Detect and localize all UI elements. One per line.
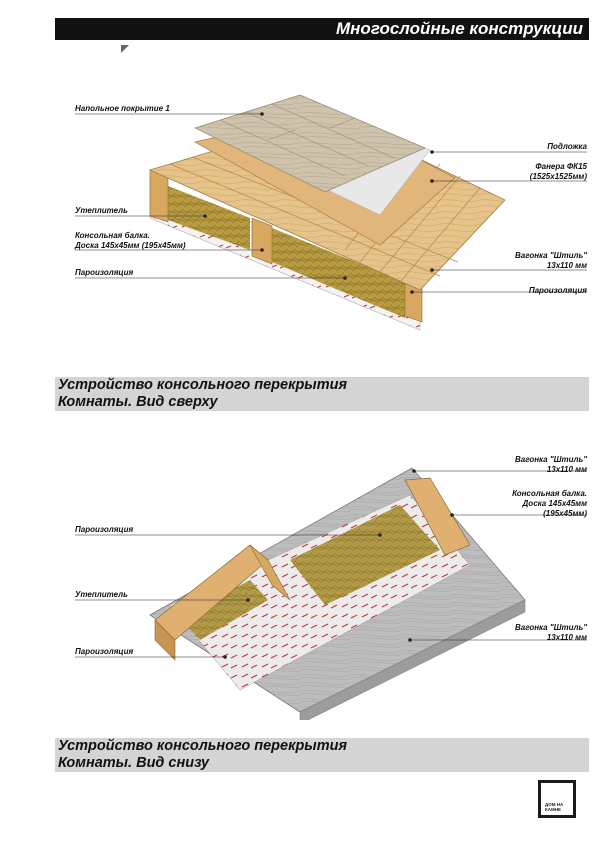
label-vapor-bottom: Пароизоляция	[75, 647, 134, 656]
label-lining-top-2: 13x110 мм	[546, 465, 587, 474]
caption-top-line-1: Устройство консольного перекрытия	[58, 377, 347, 393]
label-beam-1: Консольная балка.	[75, 231, 150, 240]
page-header: Многослойные конструкции	[55, 18, 589, 40]
caption-top-view: Устройство консольного перекрытия Комнат…	[55, 377, 589, 411]
label-lining-bottom-1: Вагонка "Штиль"	[515, 623, 587, 632]
cantilever-beams	[154, 477, 471, 661]
label-underlay: Подложка	[547, 142, 587, 151]
insulation-front-1	[168, 186, 250, 250]
label-vapor-top-bottom: Пароизоляция	[75, 525, 134, 534]
label-beam-bottom-1: Консольная балка.	[512, 489, 587, 498]
label-beam-bottom-2: Доска 145x45мм	[522, 499, 587, 508]
caption-bottom-line-1: Устройство консольного перекрытия	[58, 738, 347, 754]
caption-bottom-line-2: Комнаты. Вид снизу	[58, 755, 210, 771]
insulation-strip-1	[180, 580, 268, 640]
beam-end-middle	[251, 217, 273, 265]
front-face	[149, 169, 423, 331]
brand-logo: ДОМ НА КАМНЕ	[538, 780, 576, 818]
insulation-front-2	[272, 228, 405, 318]
bottom-leader-lines	[75, 469, 587, 659]
label-vapor-right: Пароизоляция	[528, 286, 587, 295]
beam-end-left	[149, 169, 169, 223]
top-view-diagram	[75, 94, 587, 331]
lining-panel-edge	[299, 599, 526, 720]
label-insulation-bottom: Утеплитель	[75, 590, 128, 599]
label-vapor-left: Пароизоляция	[75, 268, 134, 277]
top-leader-lines	[75, 112, 587, 294]
label-beam-bottom-3: (195x45мм)	[543, 509, 587, 518]
caption-bottom-view: Устройство консольного перекрытия Комнат…	[55, 738, 589, 772]
label-plywood-1: Фанера ФК15	[535, 162, 587, 171]
label-beam-2: Доска 145x45мм (195x45мм)	[75, 241, 186, 250]
corner-mark	[121, 45, 129, 53]
bottom-view-diagram	[75, 467, 587, 720]
laminate-floor	[194, 94, 426, 193]
caption-top-line-2: Комнаты. Вид сверху	[58, 394, 218, 410]
label-floor-cover: Напольное покрытие 1	[75, 104, 170, 113]
label-lining-bottom-2: 13x110 мм	[546, 633, 587, 642]
insulation-strip-2	[290, 505, 440, 605]
page-title: Многослойные конструкции	[336, 19, 583, 38]
brand-logo-text: ДОМ НА КАМНЕ	[545, 802, 564, 812]
label-lining-2: 13x110 мм	[546, 261, 587, 270]
label-lining-1: Вагонка "Штиль"	[515, 251, 587, 260]
label-plywood-2: (1525x1525мм)	[529, 172, 587, 181]
label-insulation-top: Утеплитель	[75, 206, 128, 215]
label-lining-top-1: Вагонка "Штиль"	[515, 455, 587, 464]
